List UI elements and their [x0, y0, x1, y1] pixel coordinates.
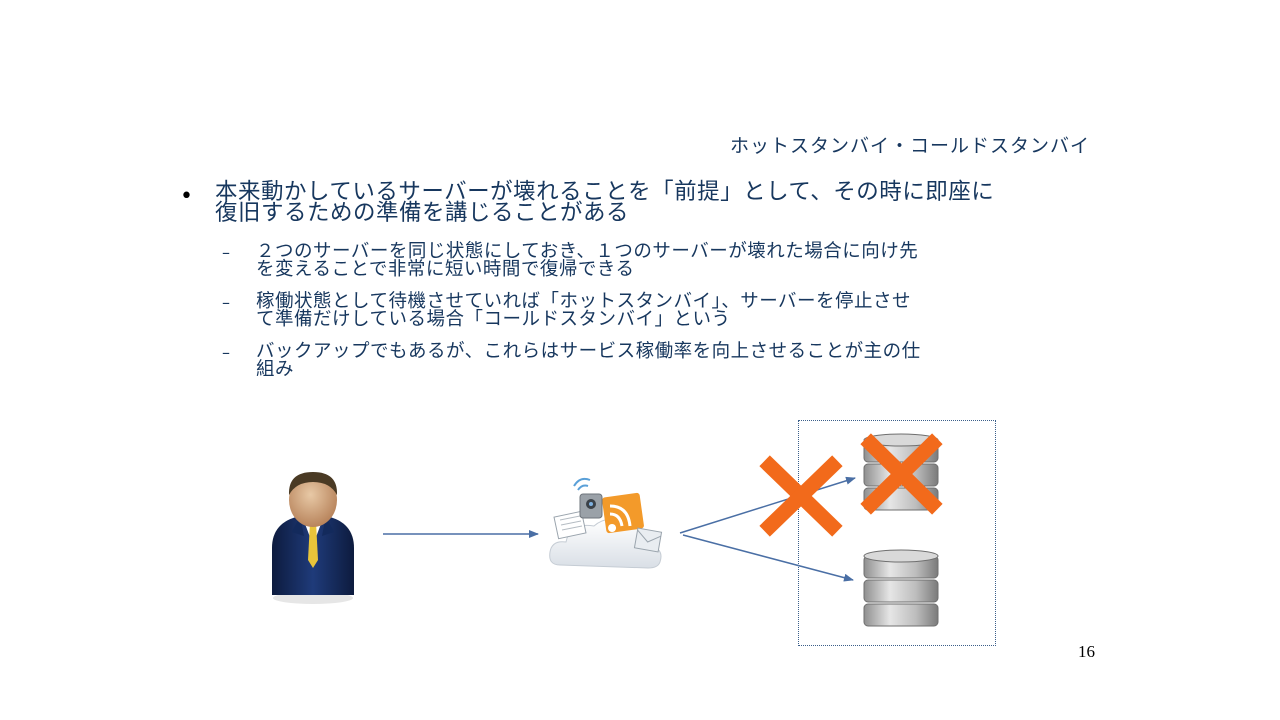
- cross-icon: [759, 455, 843, 537]
- main-bullet: • 本来動かしているサーバーが壊れることを「前提」として、その時に即座に 復旧す…: [180, 179, 1060, 226]
- main-bullet-line-2: 復旧するための準備を講じることがある: [215, 200, 630, 226]
- bullet-marker: •: [180, 184, 193, 209]
- sub-bullet-line: 組み: [256, 359, 295, 380]
- sub-bullet-line: バックアップでもあるが、これらはサービス稼働率を向上させることが主の仕: [256, 341, 921, 362]
- cross-icon: [860, 433, 943, 515]
- sub-bullet-marker: –: [222, 293, 230, 312]
- sub-bullet-marker: –: [222, 243, 230, 262]
- sub-bullet-text: 稼働状態として待機させていれば「ホットスタンバイ」、サーバーを停止させ て準備だ…: [256, 291, 1052, 330]
- sub-bullet-line: 稼働状態として待機させていれば「ホットスタンバイ」、サーバーを停止させ: [256, 291, 912, 312]
- route-arrow-primary: [679, 476, 856, 534]
- sub-bullet-line: て準備だけしている場合「コールドスタンバイ」という: [256, 309, 731, 330]
- sub-bullet-text: バックアップでもあるが、これらはサービス稼働率を向上させることが主の仕 組み: [256, 341, 1052, 380]
- user-icon: [272, 472, 354, 604]
- sub-bullet-list: – ２つのサーバーを同じ状態にしておき、１つのサーバーが壊れた場合に向け先 を変…: [222, 241, 1052, 393]
- route-arrow-standby: [682, 534, 854, 582]
- page-number: 16: [1078, 642, 1095, 661]
- main-bullet-text: 本来動かしているサーバーが壊れることを「前提」として、その時に即座に 復旧するた…: [215, 179, 1060, 226]
- sub-bullet-item: – 稼働状態として待機させていれば「ホットスタンバイ」、サーバーを停止させ て準…: [222, 291, 1052, 330]
- sub-bullet-line: ２つのサーバーを同じ状態にしておき、１つのサーバーが壊れた場合に向け先: [256, 241, 919, 262]
- sub-bullet-item: – バックアップでもあるが、これらはサービス稼働率を向上させることが主の仕 組み: [222, 341, 1052, 380]
- slide-title: ホットスタンバイ・コールドスタンバイ: [729, 135, 1090, 157]
- sub-bullet-text: ２つのサーバーを同じ状態にしておき、１つのサーバーが壊れた場合に向け先 を変える…: [256, 241, 1052, 280]
- standby-server-group-box: [798, 420, 996, 646]
- cloud-network-icon: [549, 477, 663, 569]
- sub-bullet-line: を変えることで非常に短い時間で復帰できる: [256, 259, 635, 280]
- sub-bullet-marker: –: [222, 343, 230, 362]
- database-server-icon: [863, 549, 939, 627]
- main-bullet-line-1: 本来動かしているサーバーが壊れることを「前提」として、その時に即座に: [215, 179, 995, 205]
- sub-bullet-item: – ２つのサーバーを同じ状態にしておき、１つのサーバーが壊れた場合に向け先 を変…: [222, 241, 1052, 280]
